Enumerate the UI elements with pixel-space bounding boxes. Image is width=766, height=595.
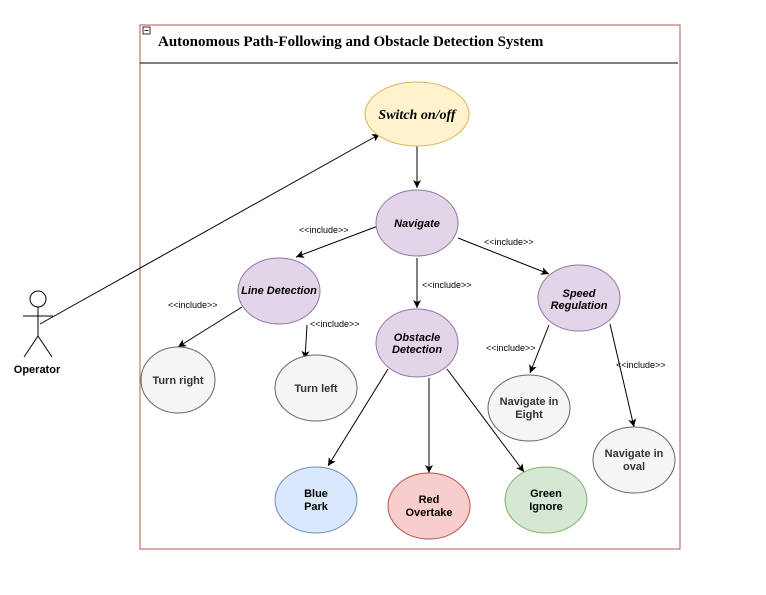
actor-head-icon	[29, 290, 47, 308]
green-ignore-line2: Ignore	[529, 501, 563, 513]
switch-label: Switch on/off	[378, 108, 456, 123]
speed-label-line1: Speed	[562, 288, 595, 300]
obstacle-label-line1: Obstacle	[394, 332, 440, 344]
obstacle-to-green-arrow	[446, 368, 525, 473]
use-case-green-ignore[interactable]: Green Ignore	[504, 466, 588, 534]
use-case-line-detection[interactable]: Line Detection	[237, 257, 321, 325]
turn-left-label: Turn left	[294, 383, 338, 395]
navigate-eight-line1: Navigate in	[500, 396, 559, 408]
speed-to-eight-arrow	[529, 324, 550, 374]
include-label-nav-speed: <<include>>	[484, 237, 534, 247]
use-case-red-overtake[interactable]: Red Overtake	[387, 472, 471, 540]
red-overtake-line1: Red	[419, 494, 440, 506]
operator-to-switch-arrow	[39, 133, 381, 325]
green-ignore-line1: Green	[530, 488, 562, 500]
operator-actor[interactable]	[23, 290, 53, 358]
use-case-navigate-eight[interactable]: Navigate in Eight	[487, 374, 571, 442]
blue-park-line2: Park	[304, 501, 329, 513]
use-case-obstacle-detection[interactable]: Obstacle Detection	[375, 308, 459, 378]
speed-label-line2: Regulation	[551, 300, 608, 312]
navigate-label: Navigate	[394, 218, 440, 230]
navigate-to-speed-arrow	[457, 237, 550, 275]
use-case-blue-park[interactable]: Blue Park	[274, 466, 358, 534]
collapse-icon[interactable]	[142, 26, 151, 35]
line-to-turnleft-arrow	[301, 324, 310, 360]
use-case-navigate-oval[interactable]: Navigate in oval	[592, 426, 676, 494]
navigate-oval-line2: oval	[623, 461, 645, 473]
navigate-to-line-arrow	[295, 225, 379, 258]
line-to-turnright-arrow	[177, 306, 243, 348]
use-case-speed-regulation[interactable]: Speed Regulation	[537, 264, 621, 332]
include-label-line-left: <<include>>	[310, 319, 360, 329]
include-label-nav-line: <<include>>	[299, 225, 349, 235]
use-case-turn-left[interactable]: Turn left	[274, 354, 358, 422]
use-case-turn-right[interactable]: Turn right	[140, 346, 216, 414]
include-label-speed-oval: <<include>>	[616, 360, 666, 370]
use-case-navigate[interactable]: Navigate	[375, 189, 459, 257]
navigate-eight-line2: Eight	[515, 409, 543, 421]
include-label-speed-eight: <<include>>	[486, 343, 536, 353]
line-detection-label: Line Detection	[241, 285, 317, 297]
system-title: Autonomous Path-Following and Obstacle D…	[158, 34, 544, 50]
blue-park-line1: Blue	[304, 488, 328, 500]
obstacle-to-blue-arrow	[327, 368, 389, 467]
operator-label: Operator	[14, 364, 61, 376]
include-label-line-right: <<include>>	[168, 300, 218, 310]
turn-right-label: Turn right	[152, 375, 203, 387]
red-overtake-line2: Overtake	[405, 507, 452, 519]
obstacle-label-line2: Detection	[392, 344, 442, 356]
speed-to-oval-arrow	[609, 323, 637, 428]
include-label-nav-obstacle: <<include>>	[422, 280, 472, 290]
use-case-switch[interactable]: Switch on/off	[364, 81, 470, 147]
navigate-oval-line1: Navigate in	[605, 448, 664, 460]
